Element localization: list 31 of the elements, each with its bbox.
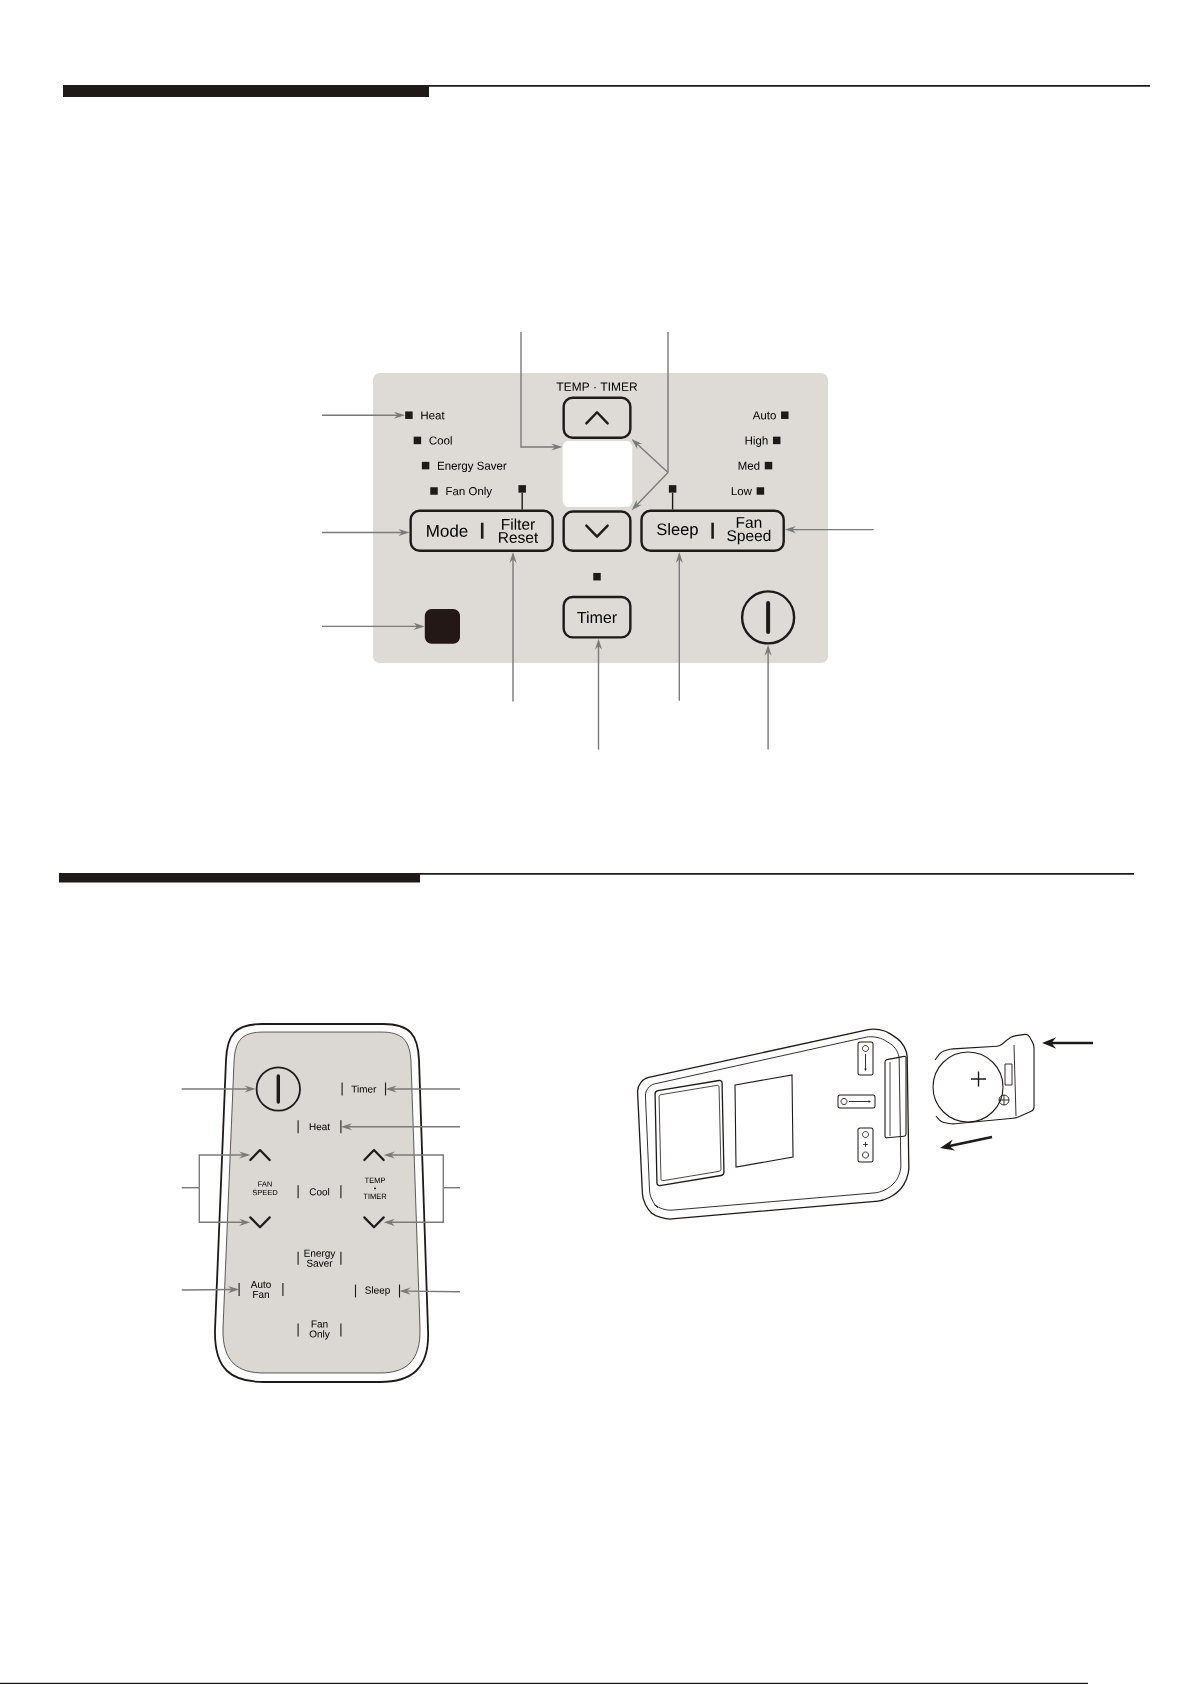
remote-control-outline — [214, 1023, 429, 1383]
display-window — [562, 441, 633, 507]
connector-line — [671, 492, 674, 511]
indicator-label: Fan Only — [446, 486, 493, 498]
remote-key: Cool — [297, 1184, 342, 1199]
chevron-icon — [363, 1148, 385, 1162]
indicator-label: High — [745, 436, 768, 447]
indicator-light — [593, 572, 601, 581]
indicator-light — [668, 485, 677, 493]
split-button: Sleep Fan Speed — [640, 509, 785, 552]
remote-key: Auto Fan — [238, 1281, 284, 1298]
indicator-label: Low — [731, 487, 752, 496]
indicator-label: Cool — [429, 436, 452, 445]
chevron-icon — [249, 1216, 271, 1229]
indicator-light — [518, 485, 526, 493]
split-button: Mode Filter Reset — [409, 509, 554, 552]
remote-key: Fan Only — [297, 1320, 342, 1340]
chevron-icon — [363, 1216, 385, 1229]
remote-key: Heat — [297, 1119, 342, 1134]
indicator-label: Heat — [421, 411, 445, 420]
remote-key: Sleep — [354, 1283, 401, 1299]
push-button: Timer — [562, 595, 632, 639]
connector-line — [521, 492, 523, 511]
indicator-label: Energy Saver — [438, 461, 507, 473]
chevron-icon — [249, 1148, 271, 1162]
sensor-window — [424, 609, 460, 644]
remote-key: Timer — [341, 1081, 387, 1097]
indicator-label: Auto — [752, 411, 776, 420]
remote-key: Energy Saver — [297, 1249, 342, 1267]
control-panel — [373, 373, 828, 663]
indicator-label: Med — [738, 461, 760, 470]
